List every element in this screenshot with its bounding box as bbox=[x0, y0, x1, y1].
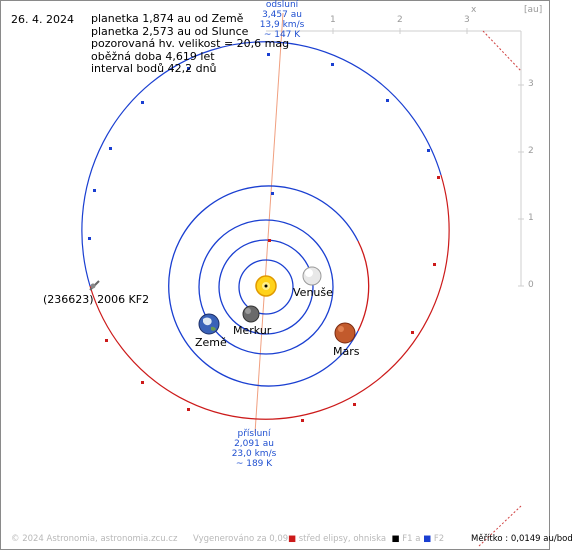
footer-copyright: © 2024 Astronomia, astronomia.zcu.cz bbox=[11, 534, 178, 544]
info-magnitude: pozorovaná hv. velikost = 20,6 mag bbox=[91, 37, 290, 50]
orbit-point bbox=[141, 101, 144, 104]
orbit-point bbox=[411, 331, 414, 334]
asteroid-orbit-lower bbox=[89, 174, 450, 420]
footer-scale: Měřítko : 0,0149 au/bod bbox=[471, 534, 573, 544]
y-tick-label-2: 2 bbox=[528, 146, 534, 156]
orbit-point bbox=[141, 381, 144, 384]
earth-orbit bbox=[198, 219, 334, 355]
orbit-point bbox=[427, 149, 430, 152]
orbit-point bbox=[105, 339, 108, 342]
orbit-canvas bbox=[81, 12, 524, 547]
orbit-point bbox=[267, 53, 270, 56]
legend-center-marker: ■ bbox=[288, 534, 297, 544]
orbit-point bbox=[271, 192, 274, 195]
info-interval: interval bodů 42,2 dnů bbox=[91, 62, 217, 75]
info-earth-distance: planetka 1,874 au od Země bbox=[91, 12, 244, 25]
x-tick-label-2: 2 bbox=[397, 15, 403, 25]
orbit-point bbox=[353, 403, 356, 406]
legend-f1-label: F1 a bbox=[402, 534, 421, 544]
mars-label: Mars bbox=[333, 345, 360, 358]
x-tick-label-3: 3 bbox=[464, 15, 470, 25]
mars-orbit-upper bbox=[168, 185, 359, 387]
aphelion-label: odsluní 3,457 au 13,9 km/s ~ 147 K bbox=[259, 0, 305, 40]
info-period: oběžná doba 4,619 let bbox=[91, 49, 215, 63]
perihelion-label: přísluní 2,091 au 23,0 km/s ~ 189 K bbox=[231, 429, 277, 469]
x-axis-label: x bbox=[471, 5, 477, 15]
mercury-label: Merkur bbox=[233, 324, 272, 337]
venus-label: Venuše bbox=[293, 286, 333, 299]
y-tick-label-0: 0 bbox=[528, 280, 534, 290]
apsis-line bbox=[254, 12, 284, 434]
axis-unit: [au] bbox=[524, 5, 543, 15]
legend-f2-label: F2 bbox=[433, 534, 445, 544]
asteroid-orbit-upper bbox=[81, 41, 442, 287]
venus-orbit bbox=[218, 239, 314, 335]
asteroid-label: (236623) 2006 KF2 bbox=[43, 293, 150, 306]
orbit-point bbox=[93, 189, 96, 192]
direction-indicator-bottom bbox=[478, 505, 522, 547]
sun-icon bbox=[255, 275, 277, 297]
footer-legend: ■ střed elipsy, ohniska ■ F1 a ■ F2 bbox=[288, 534, 444, 544]
direction-indicator-top bbox=[482, 30, 522, 72]
mercury-icon bbox=[242, 305, 260, 323]
x-tick-label-1: 1 bbox=[330, 15, 336, 25]
legend-f2-marker: ■ bbox=[423, 534, 432, 544]
footer-generated: Vygenerováno za 0,09 s bbox=[193, 534, 296, 544]
orbit-point bbox=[437, 176, 440, 179]
date-label: 26. 4. 2024 bbox=[11, 13, 74, 26]
orbit-point bbox=[187, 67, 190, 70]
earth-icon bbox=[198, 313, 220, 335]
earth-label: Země bbox=[195, 336, 227, 349]
orbit-point bbox=[331, 63, 334, 66]
y-tick-label-1: 1 bbox=[528, 213, 534, 223]
legend-center-label: střed elipsy, ohniska bbox=[298, 534, 387, 544]
mars-icon bbox=[334, 322, 356, 344]
orbit-point bbox=[187, 408, 190, 411]
orbit-point bbox=[88, 237, 91, 240]
orbit-point bbox=[433, 263, 436, 266]
orbit-point bbox=[109, 147, 112, 150]
orbit-point bbox=[386, 99, 389, 102]
legend-f1-marker: ■ bbox=[388, 534, 400, 544]
orbit-point bbox=[301, 419, 304, 422]
orbit-point bbox=[268, 239, 271, 242]
asteroid-icon bbox=[89, 280, 100, 291]
venus-icon bbox=[302, 266, 322, 286]
mars-orbit-lower bbox=[357, 240, 370, 332]
info-panel: planetka 1,874 au od Země planetka 2,573… bbox=[91, 12, 290, 76]
info-sun-distance: planetka 2,573 au od Slunce bbox=[91, 24, 249, 38]
mercury-orbit bbox=[238, 259, 294, 315]
y-tick-label-3: 3 bbox=[528, 79, 534, 89]
